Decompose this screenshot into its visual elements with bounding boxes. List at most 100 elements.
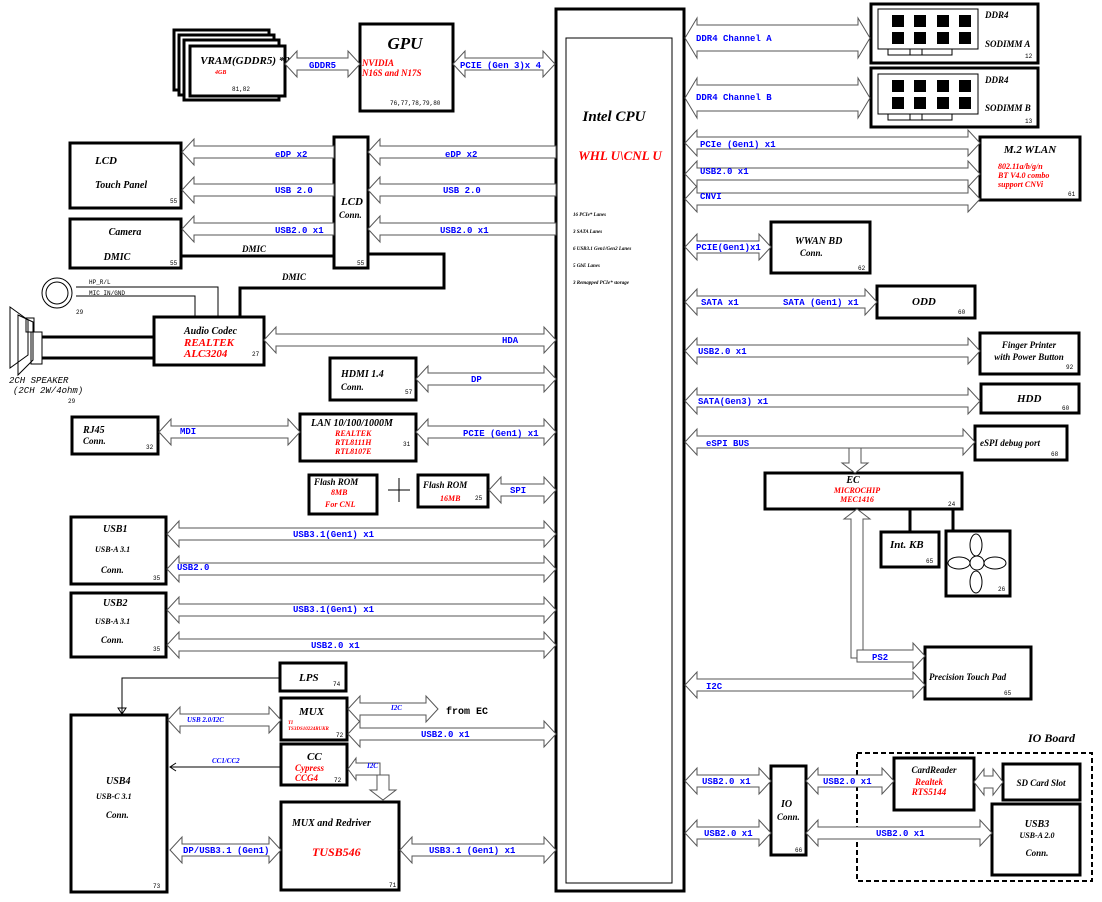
usb-lcd-in-arrow [367, 175, 557, 205]
card-reader-model: RTS5144 [911, 787, 947, 797]
sodimm-b-block[interactable]: DDR4 SODIMM B 13 [869, 66, 1040, 129]
flash-rom-8mb-block[interactable]: Flash ROM 8MB For CNL [307, 473, 379, 516]
mux-block[interactable]: MUX TI TS3DS10224RUKR 72 [279, 696, 349, 742]
lcd-page: 55 [170, 198, 178, 205]
io-conn-block[interactable]: IO Conn. 66 [769, 764, 808, 857]
hdd-block[interactable]: HDD 60 [979, 382, 1081, 415]
flash-rom-16mb-block[interactable]: Flash ROM 16MB 25 [416, 473, 490, 509]
lps-title: LPS [298, 672, 319, 684]
sodimm-a-block[interactable]: DDR4 SODIMM A 12 [869, 2, 1040, 65]
redriver-page: 71 [389, 882, 397, 889]
speaker-icon [9, 306, 43, 377]
hda-bus-arrow [263, 325, 557, 355]
hdmi-sub: Conn. [341, 382, 364, 392]
audio-jack-icon [41, 277, 73, 309]
espi-debug-block[interactable]: eSPI debug port 68 [973, 424, 1069, 462]
usb2-31-bus-arrow [166, 595, 557, 625]
card-reader-vendor: Realtek [914, 777, 943, 787]
gpu-model: N16S and N17S [361, 68, 422, 78]
io-usb1-bus-label: USB2.0 x1 [702, 777, 751, 787]
flash-2-page: 25 [475, 495, 483, 502]
hdmi-block[interactable]: HDMI 1.4 Conn. 57 [328, 356, 418, 402]
cpu-feature: 16 PCIe* Lanes [573, 213, 606, 218]
audio-jack[interactable]: HP_R/L MIC_IN/GND 29 [41, 277, 219, 316]
gpu-block[interactable]: GPU NVIDIA N16S and N17S 76,77,78,79,80 [358, 22, 455, 113]
cpu-feature: 3 Remapped PCIe* storage [572, 281, 630, 286]
fan-block[interactable]: 26 [944, 529, 1012, 598]
cc-page: 72 [334, 777, 342, 784]
touchpad-block[interactable]: Precision Touch Pad 65 [923, 645, 1033, 701]
audio-codec-block[interactable]: Audio Codec REALTEK ALC3204 27 [152, 315, 266, 367]
mux-i2c-bus-label: I2C [390, 704, 402, 712]
vram-pages: 81,82 [232, 86, 250, 93]
ec-title: EC [845, 475, 860, 486]
usb1-20-bus-label: USB2.0 [177, 563, 209, 573]
wwan-title: WWAN BD [795, 236, 842, 247]
mdi-bus-label: MDI [180, 427, 196, 437]
sodimm-a-name: SODIMM A [985, 39, 1030, 49]
redriver-block[interactable]: MUX and Redriver TUSB546 71 [279, 800, 401, 892]
usb4-block[interactable]: USB4 USB-C 3.1 Conn. 73 [69, 713, 169, 894]
flash-2-title: Flash ROM [422, 480, 468, 490]
camera-block[interactable]: Camera DMIC 55 [68, 217, 183, 270]
codec-vendor: REALTEK [183, 337, 235, 349]
redriver-usb-bus-label: USB3.1 (Gen1) x1 [429, 846, 516, 856]
usb1-block[interactable]: USB1 USB-A 3.1 Conn. 35 [69, 515, 168, 586]
speaker-page: 29 [68, 398, 76, 405]
rj45-block[interactable]: RJ45 Conn. 32 [70, 415, 160, 456]
io-usb2-bus-label: USB2.0 x1 [704, 829, 753, 839]
speaker[interactable]: 2CH SPEAKER (2CH 2W/4ohm) 29 [9, 306, 154, 405]
lcd-conn-page: 55 [357, 260, 365, 267]
wlan-pcie-bus-label: PCIe (Gen1) x1 [700, 140, 776, 150]
espi-debug-title: eSPI debug port [980, 438, 1041, 448]
cnvi-bus-label: CNVI [700, 192, 722, 202]
odd-block[interactable]: ODD 60 [875, 284, 977, 320]
cc-block[interactable]: CC Cypress CCG4 72 [279, 742, 349, 787]
mic-label: MIC_IN/GND [89, 290, 125, 297]
hp-label: HP_R/L [89, 279, 111, 286]
usb2-sub: Conn. [101, 635, 124, 645]
odd-page: 60 [958, 309, 966, 316]
dp-bus-label: DP [471, 375, 482, 385]
cpu-block[interactable]: Intel CPU WHL U\CNL U 16 PCIe* Lanes 3 S… [554, 7, 686, 893]
keyboard-block[interactable]: Int. KB 65 [879, 530, 941, 569]
wwan-block[interactable]: WWAN BD Conn. 62 [769, 220, 872, 275]
lcd-conn-block[interactable]: LCD Conn. 55 [332, 135, 370, 270]
usb2-block[interactable]: USB2 USB-A 3.1 Conn. 35 [69, 591, 168, 659]
wlan-line3: support CNVi [997, 180, 1044, 189]
usb3-type: USB-A 2.0 [1019, 831, 1054, 840]
gddr5-bus-label: GDDR5 [309, 61, 336, 71]
sata-x1-label: SATA x1 [701, 298, 739, 308]
fingerprint-line2: with Power Button [994, 352, 1064, 362]
lan-block[interactable]: LAN 10/100/1000M REALTEK RTL8111H RTL810… [298, 412, 418, 463]
usb3-block[interactable]: USB3 USB-A 2.0 Conn. [990, 802, 1082, 877]
i2c-tp-bus-label: I2C [706, 682, 723, 692]
wwan-pcie-bus-arrow [684, 232, 772, 262]
lcd-block[interactable]: LCD Touch Panel 55 [68, 141, 183, 210]
dp-bus-arrow [415, 364, 557, 394]
mdi-bus-arrow [158, 417, 301, 447]
ddr-b-bus-label: DDR4 Channel B [696, 93, 772, 103]
lps-page: 74 [333, 681, 341, 688]
usb3-usb-bus-arrow [805, 818, 993, 848]
mux-page: 72 [336, 732, 344, 739]
keyboard-title: Int. KB [889, 539, 924, 551]
flash-1-note: For CNL [324, 500, 356, 509]
cpu-model: WHL U\CNL U [578, 148, 662, 163]
codec-title: Audio Codec [183, 326, 238, 337]
cr-usb-bus-label: USB2.0 x1 [823, 777, 872, 787]
usb1-31-bus-arrow [166, 519, 557, 549]
lps-block[interactable]: LPS 74 [278, 661, 348, 693]
dp-usb-bus-label: DP/USB3.1 (Gen1) [183, 846, 269, 856]
card-reader-block[interactable]: CardReader Realtek RTS5144 [892, 756, 976, 812]
vram-block[interactable]: VRAM(GDDR5) *2 4GB 81,82 [172, 28, 290, 102]
mux-title: MUX [298, 706, 325, 718]
ec-block[interactable]: EC MICROCHIP MEC1416 24 [763, 471, 964, 511]
fingerprint-block[interactable]: Finger Printer with Power Button 92 [978, 331, 1081, 376]
sodimm-b-type: DDR4 [984, 75, 1009, 85]
sd-slot-block[interactable]: SD Card Slot [1001, 762, 1082, 802]
wlan-block[interactable]: M.2 WLAN 802.11a/b/g/n BT V4.0 combo sup… [978, 135, 1082, 202]
gpu-title: GPU [388, 34, 424, 53]
mux-usb-bus-arrow [347, 719, 557, 749]
